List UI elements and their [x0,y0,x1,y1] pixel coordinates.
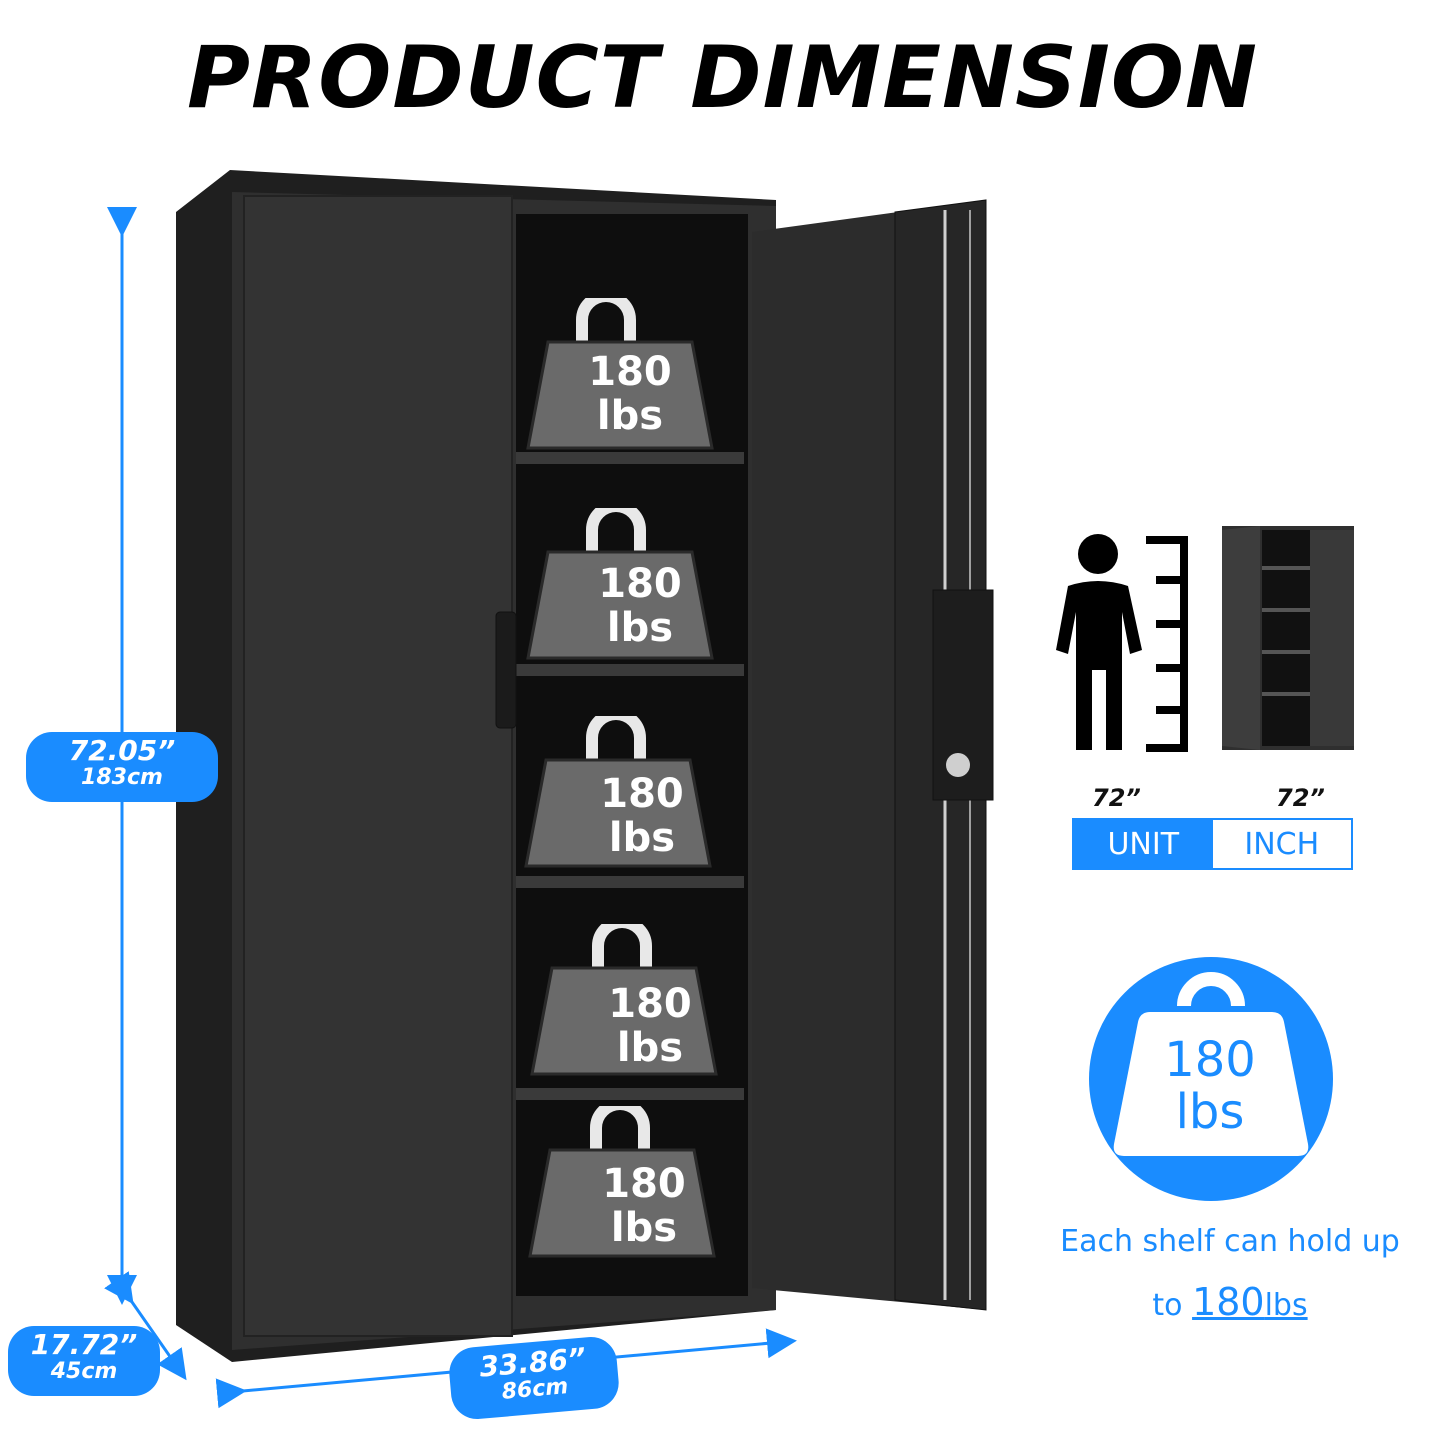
inch-button[interactable]: INCH [1212,820,1351,868]
weight-number: 180 [598,561,682,607]
depth-inches: 17.72” [30,1328,138,1361]
capacity-caption-line1: Each shelf can hold up [1060,1224,1400,1259]
weight-number: 180 [600,771,684,817]
capacity-badge-number: 180 [1164,1032,1256,1088]
weight-label: 180 lbs [560,350,700,438]
height-ruler-icon [1146,536,1188,752]
person-icon [1056,534,1142,750]
capacity-caption-prefix: to [1152,1288,1183,1323]
capacity-badge-text: 180 lbs [1090,1034,1330,1138]
weight-label: 180 lbs [570,562,710,650]
depth-dimension-label: 17.72” 45cm [8,1326,160,1396]
person-height-label: 72” [1092,784,1141,812]
capacity-caption-value: 180lbs [1192,1280,1308,1324]
weight-number: 180 [588,349,672,395]
capacity-badge-unit: lbs [1175,1084,1245,1140]
weight-unit: lbs [610,1205,678,1251]
page-title: PRODUCT DIMENSION [186,28,1258,128]
capacity-caption-unit: lbs [1264,1288,1308,1323]
weight-icon [524,716,712,868]
capacity-caption-line2: to 180lbs [1040,1280,1420,1324]
weight-unit: lbs [606,605,674,651]
width-dimension-label: 33.86” 86cm [447,1334,621,1422]
unit-toggle[interactable]: UNIT INCH [1072,818,1353,870]
weight-icon [530,924,718,1076]
unit-button[interactable]: UNIT [1074,820,1213,868]
weight-unit: lbs [608,815,676,861]
height-cm: 183cm [81,765,163,790]
height-dimension-label: 72.05” 183cm [26,732,218,802]
capacity-badge [1089,957,1333,1201]
depth-dimension-line [104,1271,187,1381]
weight-icon [526,508,714,660]
weight-icon [1177,972,1245,1007]
depth-cm: 45cm [50,1359,118,1384]
weight-icon [528,1106,716,1258]
height-inches: 72.05” [68,734,176,767]
weight-unit: lbs [596,393,664,439]
weight-label: 180 lbs [572,772,712,860]
weight-number: 180 [602,1161,686,1207]
weight-label: 180 lbs [580,982,720,1070]
weight-unit: lbs [616,1025,684,1071]
weight-icon [526,298,714,450]
capacity-caption-number: 180 [1192,1280,1265,1324]
cabinet-thumbnail [1222,526,1354,750]
cabinet-height-label: 72” [1276,784,1325,812]
weight-number: 180 [608,981,692,1027]
weight-label: 180 lbs [574,1162,714,1250]
